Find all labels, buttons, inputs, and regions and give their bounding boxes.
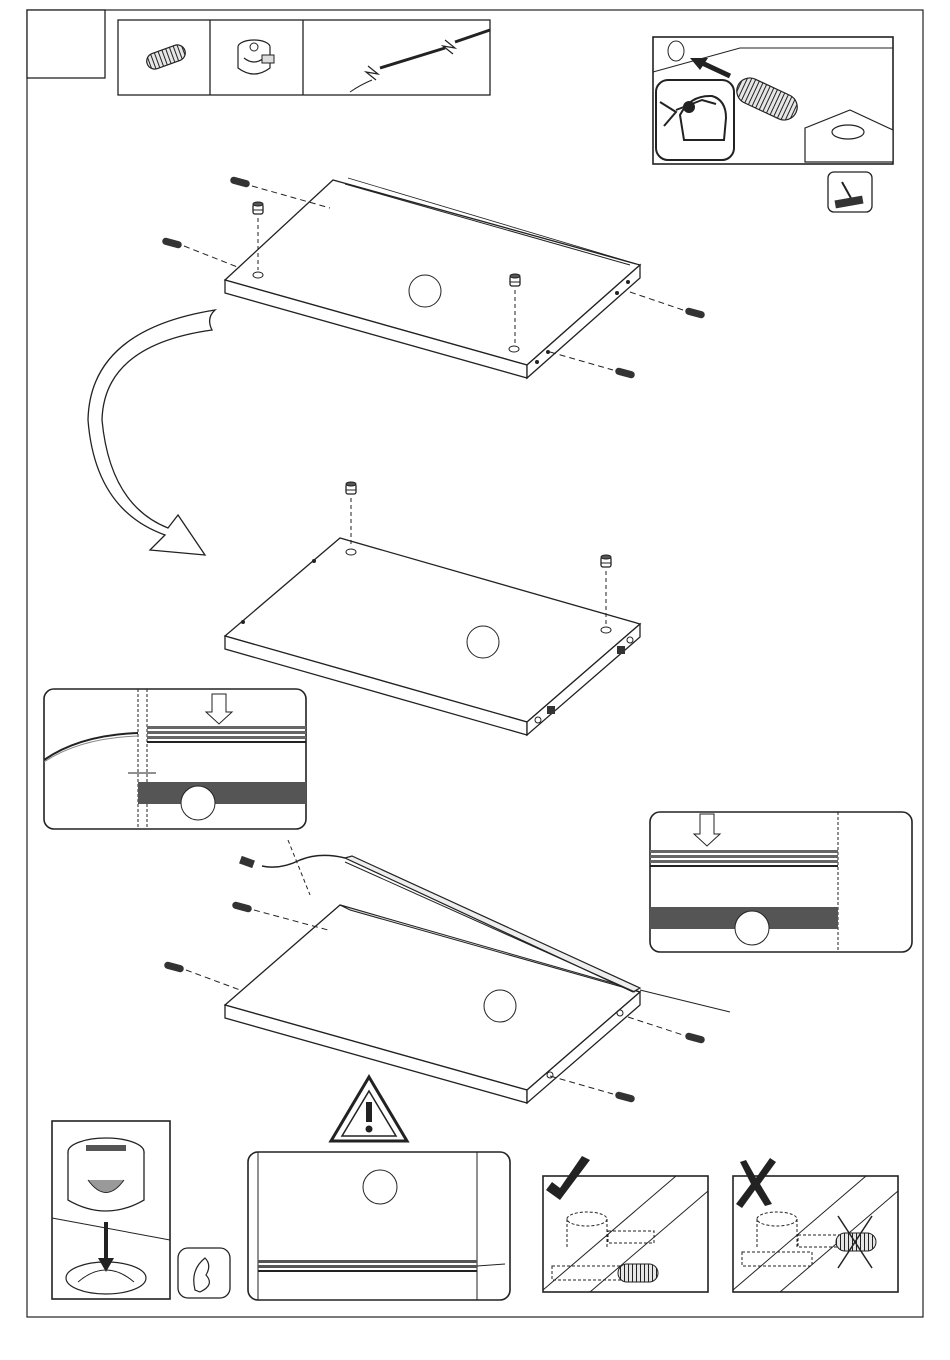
cam-lock-detail bbox=[52, 1121, 170, 1299]
hammer-icon bbox=[828, 172, 872, 212]
panel-with-led-strip bbox=[163, 840, 730, 1103]
warning-triangle-icon bbox=[331, 1077, 407, 1141]
cam-lock bbox=[601, 555, 611, 567]
dowel bbox=[614, 367, 635, 379]
dowel bbox=[163, 961, 184, 973]
step-number-box bbox=[27, 10, 105, 78]
dowel bbox=[229, 176, 250, 188]
dowel bbox=[231, 901, 252, 913]
parts-strip bbox=[118, 20, 490, 95]
dowel bbox=[684, 1032, 705, 1044]
tool-icon bbox=[178, 1248, 230, 1298]
led-alignment-detail-right bbox=[650, 812, 912, 952]
cam-lock bbox=[510, 274, 520, 286]
cam-lock bbox=[346, 482, 356, 494]
led-alignment-detail-left bbox=[44, 689, 306, 829]
dowel-insertion-detail bbox=[653, 37, 893, 164]
cam-lock bbox=[253, 202, 263, 214]
safety-glasses-icon bbox=[656, 80, 734, 160]
dowel bbox=[614, 1091, 635, 1103]
dowel bbox=[684, 307, 705, 319]
flip-panel-arrow bbox=[88, 310, 215, 555]
dowel bbox=[161, 237, 182, 249]
panel-top-view-1 bbox=[161, 176, 705, 379]
cam-lock-icon bbox=[238, 40, 274, 74]
correct-dowel-example bbox=[543, 1176, 708, 1292]
led-warning-detail bbox=[248, 1152, 510, 1300]
